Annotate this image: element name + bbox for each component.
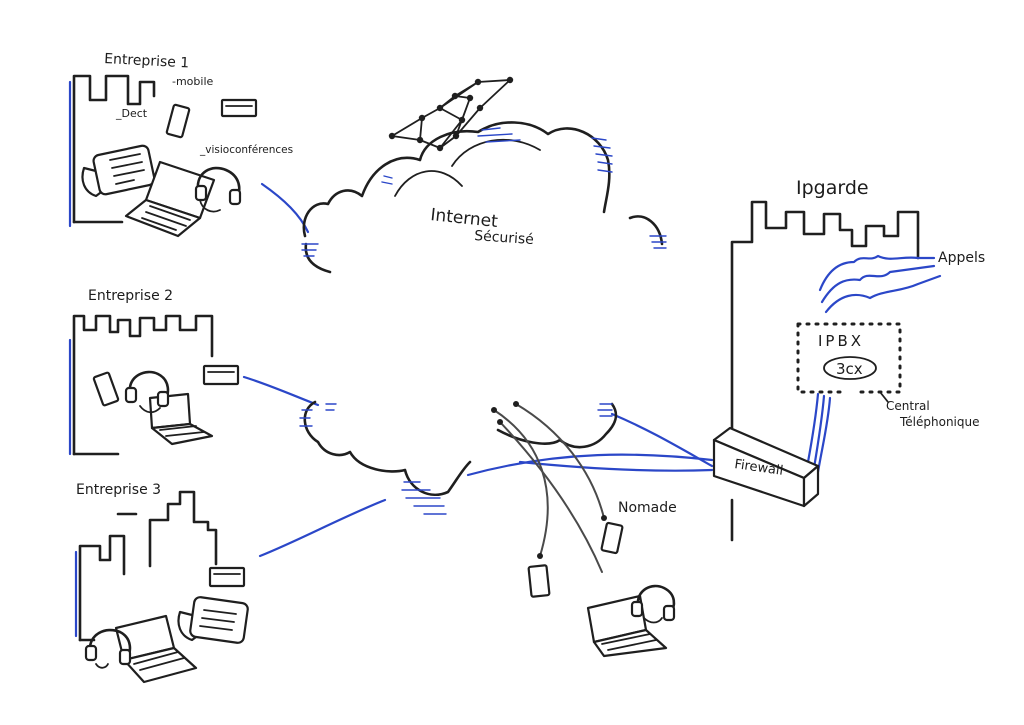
calls-label: Appels (938, 250, 985, 266)
label-mobile: -mobile (172, 75, 214, 88)
laptop-icon (586, 594, 668, 658)
building-outline-e1 (72, 74, 156, 224)
site-title-ipgarde: Ipgarde (796, 177, 869, 199)
network-links (242, 182, 714, 558)
site-entreprise-1: Entreprise 1 -mobile _Dect _visioconfére… (68, 51, 293, 238)
nomad-link-2 (499, 421, 603, 573)
link-e2-cloud (242, 375, 320, 407)
central-label-line1: Central (886, 399, 930, 413)
site-entreprise-2: Entreprise 2 (68, 288, 240, 456)
headset-icon (194, 166, 242, 213)
site-nomade: Nomade (491, 401, 677, 658)
site-ipgarde: Ipgarde Appels IPBX 3cx Central Téléphon… (712, 177, 985, 542)
internet-cloud: Internet Sécurisé (299, 76, 667, 515)
site-title-e1: Entreprise 1 (104, 51, 190, 71)
central-label-line2: Téléphonique (899, 415, 980, 429)
3cx-badge (823, 356, 877, 380)
network-mesh-icon (388, 76, 514, 152)
headset-icon (630, 584, 676, 624)
firewall-label: Firewall (733, 457, 784, 479)
nomad-link-3 (515, 403, 605, 519)
desk-phone-icon (81, 144, 156, 198)
cloud-label-securise: Sécurisé (474, 228, 535, 248)
link-firewall-cloud-3 (518, 460, 714, 472)
cloud-outline (302, 121, 664, 497)
headset-icon (84, 628, 132, 669)
firewall-icon: Firewall (712, 426, 820, 508)
mobile-phone-icon (527, 564, 551, 598)
desk-phone-icon (177, 596, 249, 644)
site-title-e2: Entreprise 2 (88, 288, 173, 304)
headset-icon (124, 370, 170, 414)
label-dect: _Dect (115, 107, 148, 120)
incoming-calls (818, 254, 942, 314)
building-outline-e3 (78, 490, 218, 642)
building-outline-e2 (72, 314, 214, 456)
link-e3-cloud (258, 498, 387, 558)
label-visioconferences: _visioconférences (199, 144, 293, 156)
link-firewall-cloud-2 (466, 453, 714, 477)
mobile-phone-icon (92, 371, 120, 407)
link-e1-cloud (260, 182, 310, 234)
link-firewall-cloud-1 (610, 412, 714, 468)
building-outline-ipgarde (730, 200, 920, 542)
ipbx-box: IPBX 3cx (796, 322, 902, 394)
3cx-label: 3cx (836, 360, 863, 378)
mobile-phone-icon (600, 521, 624, 555)
videoconference-icon (220, 98, 258, 118)
laptop-icon (124, 160, 216, 238)
videoconference-icon (208, 566, 246, 588)
ipbx-label: IPBX (818, 332, 864, 350)
site-entreprise-3: Entreprise 3 (74, 482, 249, 684)
site-title-e3: Entreprise 3 (76, 482, 161, 498)
laptop-icon (114, 614, 198, 684)
videoconference-icon (202, 364, 240, 386)
nomad-label: Nomade (618, 500, 677, 516)
mobile-phone-icon (165, 103, 191, 139)
cloud-hatching (299, 127, 667, 515)
cloud-inner-arc (394, 138, 541, 197)
